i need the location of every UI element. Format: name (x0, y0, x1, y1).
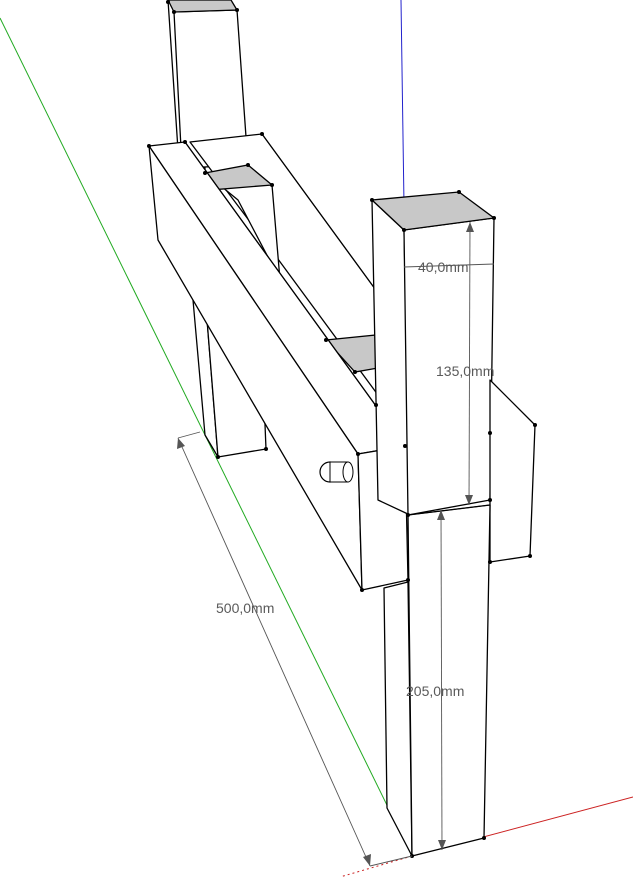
dowel-peg (319, 461, 354, 483)
back-post (167, 0, 249, 174)
dimension-upper-post: 135,0mm (436, 221, 494, 506)
dimension-lower-post: 205,0mm (406, 509, 464, 851)
vertex-points (147, 0, 537, 858)
dimension-lower-post-label: 205,0mm (406, 683, 464, 699)
red-axis-hidden (339, 855, 413, 878)
blue-axis (400, 0, 405, 206)
front-rail (148, 141, 409, 591)
dimension-width: 40,0mm (403, 259, 495, 275)
dimension-beam-length: 500,0mm (177, 431, 413, 867)
front-post (370, 191, 536, 857)
dimension-beam-length-label: 500,0mm (216, 600, 274, 616)
dimension-upper-post-label: 135,0mm (436, 363, 494, 379)
dimension-width-label: 40,0mm (418, 259, 469, 275)
